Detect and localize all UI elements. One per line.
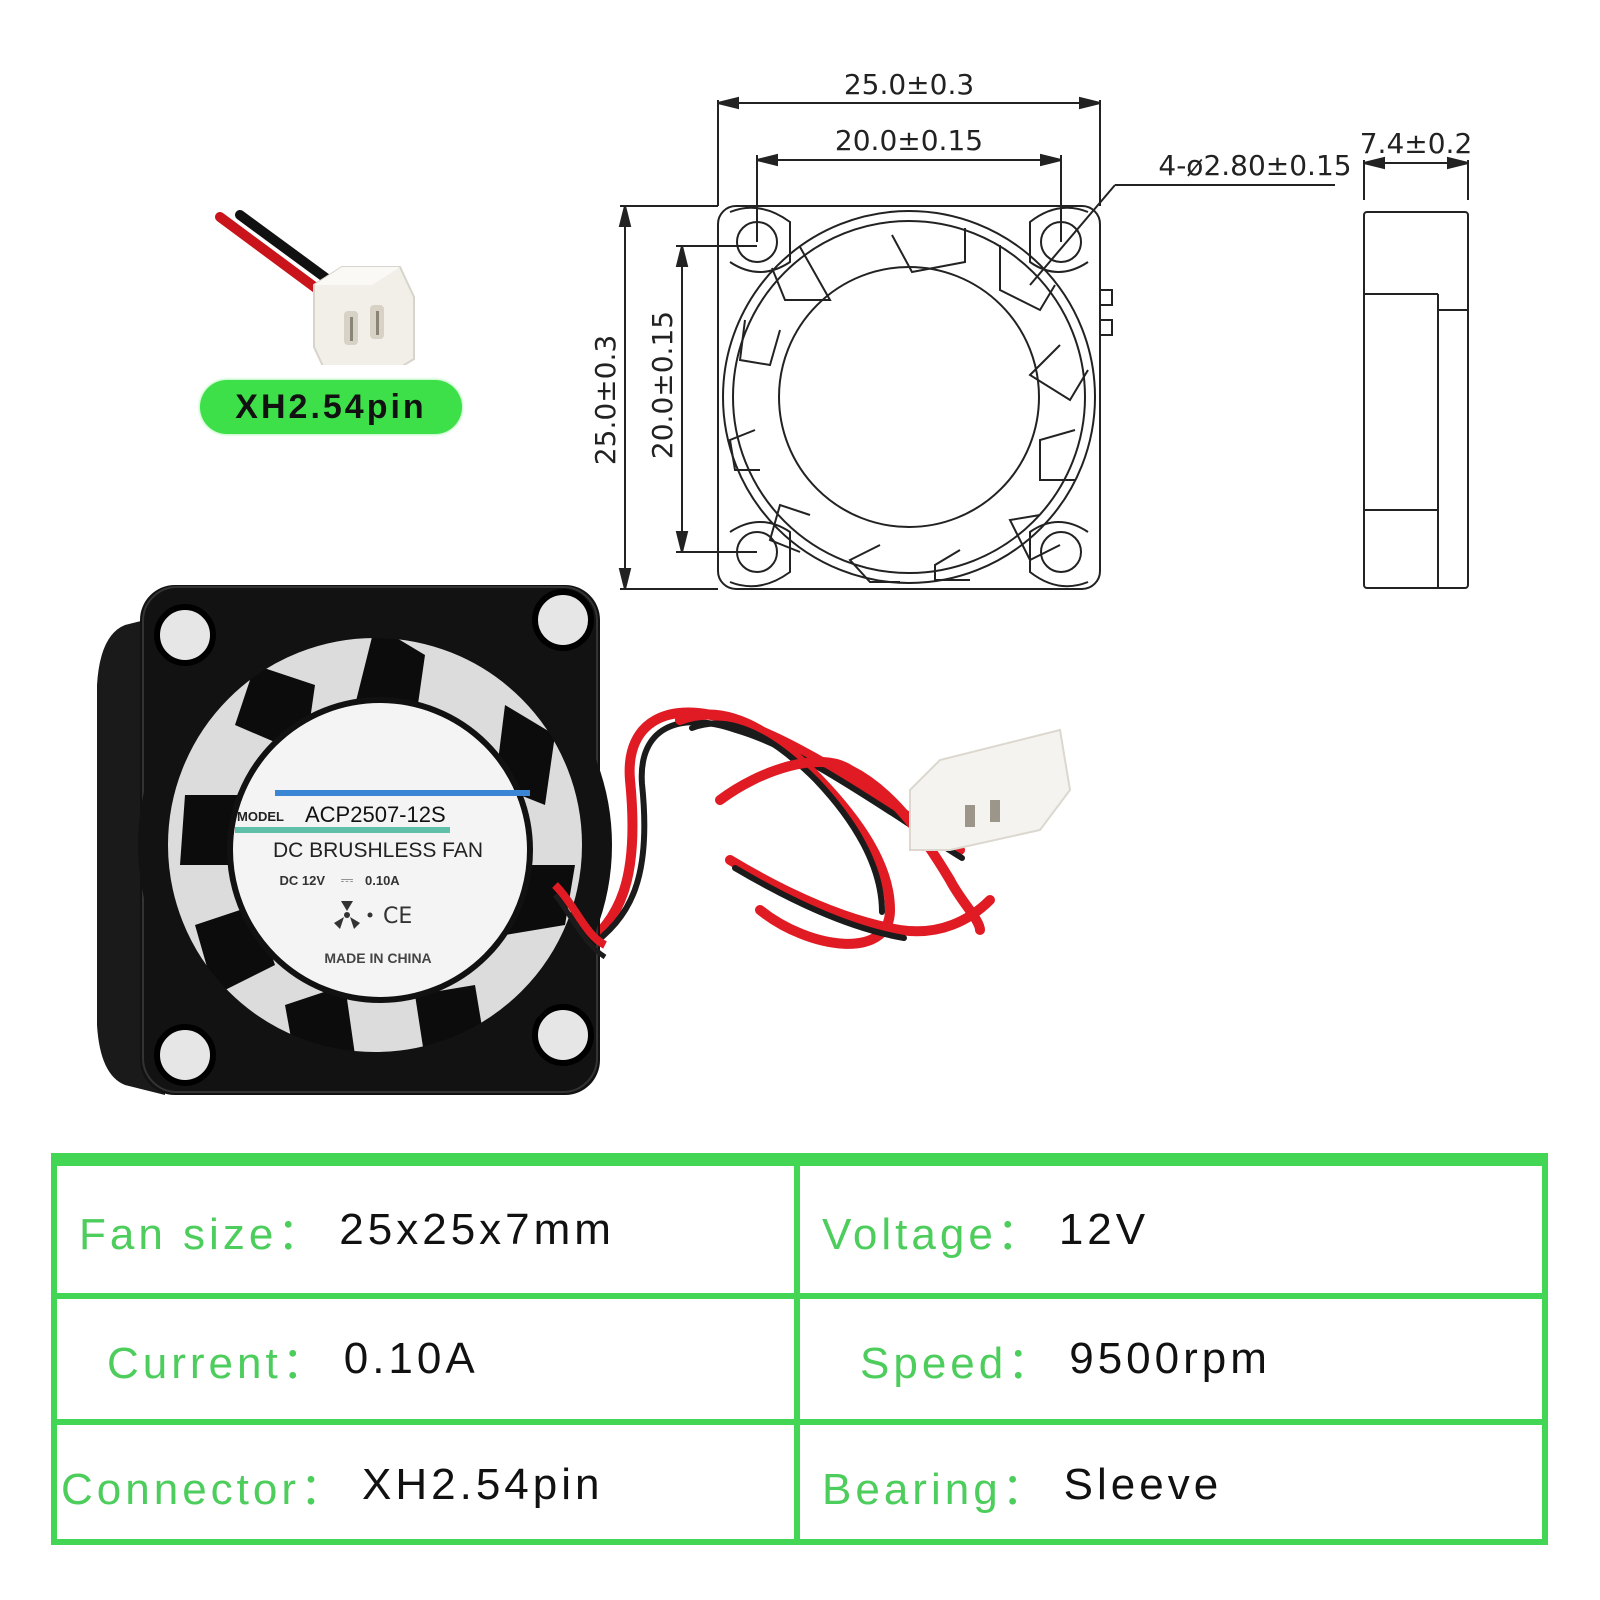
dc-symbol-icon: ⎓ <box>341 870 354 889</box>
label-stripe-blue <box>275 790 530 796</box>
label-origin: MADE IN CHINA <box>324 950 431 966</box>
spec-value: Sleeve <box>1063 1460 1223 1509</box>
fan-cable <box>575 707 1072 955</box>
spec-value: 12V <box>1058 1204 1150 1254</box>
spec-row: Current： 0.10A Speed： 9500rpm <box>57 1293 1542 1419</box>
mounting-hole-dimension: 4-ø2.80±0.15 <box>1158 149 1351 182</box>
spec-label: Speed： <box>860 1339 1056 1388</box>
label-fan-type: DC BRUSHLESS FAN <box>273 839 483 862</box>
overall-width-dimension: 25.0±0.3 <box>844 68 974 101</box>
spec-value: 9500rpm <box>1069 1334 1271 1383</box>
spec-label: Voltage： <box>822 1209 1045 1259</box>
hole-spacing-vertical-dimension: 20.0±0.15 <box>646 311 679 459</box>
spec-value: 25x25x7mm <box>339 1204 615 1254</box>
spec-row: Fan size： 25x25x7mm Voltage： 12V <box>57 1166 1542 1293</box>
hole-spacing-horizontal-dimension: 20.0±0.15 <box>835 124 983 157</box>
label-stripe-teal <box>235 827 450 833</box>
thickness-dimension: 7.4±0.2 <box>1360 127 1473 160</box>
spec-cell-fan-size: Fan size： 25x25x7mm <box>57 1166 800 1293</box>
spec-cell-voltage: Voltage： 12V <box>800 1166 1542 1293</box>
spec-label: Fan size： <box>79 1209 326 1259</box>
spec-table: Fan size： 25x25x7mm Voltage： 12V Current… <box>51 1153 1548 1545</box>
overall-height-dimension: 25.0±0.3 <box>589 335 622 465</box>
spec-cell-current: Current： 0.10A <box>57 1299 800 1419</box>
dimension-drawing: 25.0±0.3 20.0±0.15 4-ø2.80±0.15 7.4±0.2 … <box>589 68 1473 590</box>
spec-label: Connector： <box>61 1465 349 1514</box>
fan-symbol-icon <box>334 901 360 929</box>
spec-value: 0.10A <box>343 1334 479 1383</box>
connector-type-badge: XH2.54pin <box>200 380 462 434</box>
label-model-number: ACP2507-12S <box>305 802 446 827</box>
spec-cell-speed: Speed： 9500rpm <box>800 1299 1542 1419</box>
fan-photo: MODEL ACP2507-12S DC BRUSHLESS FAN DC 12… <box>97 585 612 1095</box>
ce-mark-icon: CE <box>383 904 412 929</box>
connector-type-badge-label: XH2.54pin <box>235 387 427 426</box>
spec-cell-bearing: Bearing： Sleeve <box>800 1425 1542 1545</box>
label-rating-voltage: DC 12V <box>279 873 325 888</box>
spec-label: Bearing： <box>822 1465 1050 1514</box>
spec-label: Current： <box>107 1339 330 1388</box>
label-model-prefix: MODEL <box>237 809 284 824</box>
spec-value: XH2.54pin <box>362 1460 604 1509</box>
connector-photo <box>215 210 415 365</box>
spec-row: Connector： XH2.54pin Bearing： Sleeve <box>57 1419 1542 1545</box>
label-rating-current: 0.10A <box>365 873 400 888</box>
spec-cell-connector: Connector： XH2.54pin <box>57 1425 800 1545</box>
